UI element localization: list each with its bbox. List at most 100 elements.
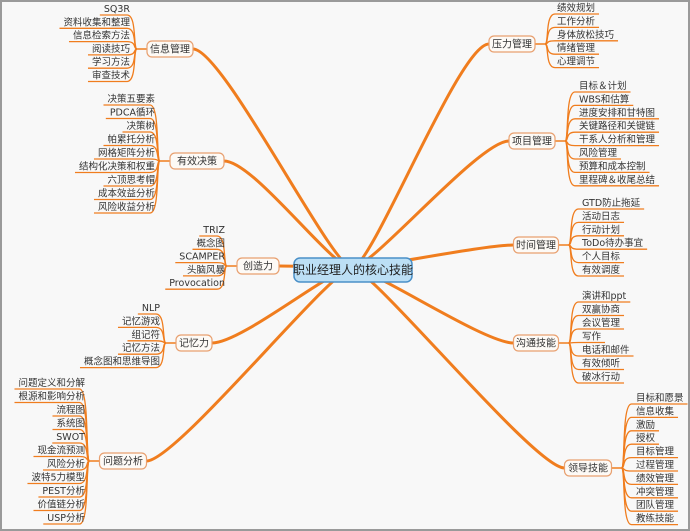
leaf-item[interactable]: 激励 [631, 419, 660, 432]
leaf-label: ToDo待办事宜 [581, 237, 643, 249]
leaf-item[interactable]: 问题定义和分解 [14, 377, 85, 390]
leaf-item[interactable]: 身体放松技巧 [555, 29, 619, 42]
leaf-item[interactable]: 里程碑＆收尾总结 [575, 174, 660, 187]
leaf-item[interactable]: WBS和估算 [575, 93, 634, 107]
leaf-label: 激励 [636, 419, 655, 431]
leaf-item[interactable]: 冲突管理 [631, 486, 679, 499]
leaf-item[interactable]: 组记符 [127, 329, 160, 342]
branch-left_branches-2[interactable]: 创造力 [236, 257, 280, 275]
leaf-item[interactable]: 概念图 [192, 237, 225, 250]
leaf-item[interactable]: 风险分析 [42, 458, 86, 471]
leaf-item[interactable]: PEST分析 [38, 485, 85, 498]
leaf-item[interactable]: 学习方法 [87, 56, 130, 69]
leaf-item[interactable]: 根源和影响分析 [14, 391, 85, 404]
leaf-item[interactable]: 团队管理 [631, 499, 679, 512]
leaf-item[interactable]: USP分析 [43, 512, 85, 525]
leaf-item[interactable]: 活动日志 [578, 210, 625, 224]
leaf-item[interactable]: 决策五要素 [103, 93, 155, 106]
leaf-item[interactable]: 双赢协商 [578, 304, 625, 317]
branch-left_branches-4[interactable]: 问题分析 [98, 452, 148, 470]
leaf-item[interactable]: SWOT [52, 432, 85, 444]
leaf-label: 预算和成本控制 [579, 160, 646, 172]
branch-label: 信息管理 [150, 43, 190, 56]
child-connector [567, 244, 579, 277]
child-connector [155, 342, 167, 369]
leaf-item[interactable]: 预算和成本控制 [575, 160, 650, 174]
branch-right_branches-1[interactable]: 项目管理 [508, 132, 556, 150]
leaf-item[interactable]: 信息收集 [631, 405, 679, 419]
leaf-item[interactable]: 帕累托分析 [103, 134, 155, 147]
leaf-item[interactable]: 写作 [578, 331, 606, 344]
leaf-item[interactable]: 头脑风暴 [182, 264, 226, 277]
leaf-item[interactable]: 波特5力模型 [27, 472, 85, 485]
leaf-item[interactable]: 风险收益分析 [93, 201, 156, 214]
branch-left_branches-3[interactable]: 记忆力 [175, 334, 213, 352]
leaf-item[interactable]: 工作分析 [555, 15, 600, 29]
leaf-item[interactable]: 行动计划 [578, 224, 625, 237]
leaf-item[interactable]: 演讲和ppt [578, 290, 631, 303]
branch-right_branches-4[interactable]: 领导技能 [563, 459, 613, 477]
leaf-label: 波特5力模型 [31, 472, 85, 484]
branch-right_branches-3[interactable]: 沟通技能 [512, 334, 560, 352]
branch-right_branches-2[interactable]: 时间管理 [512, 236, 560, 254]
leaf-label: 授权 [636, 432, 656, 444]
leaf-item[interactable]: 目标＆计划 [575, 80, 631, 93]
leaf-item[interactable]: 决策树 [122, 120, 155, 133]
branch-left_branches-1[interactable]: 有效决策 [169, 152, 225, 170]
leaf-item[interactable]: 心理调节 [555, 57, 600, 69]
leaf-item[interactable]: 六顶思考帽 [103, 174, 155, 187]
leaf-item[interactable]: 个人目标 [578, 251, 625, 264]
leaf-item[interactable]: 资料收集和整理 [59, 16, 130, 29]
leaf-item[interactable]: 风险管理 [575, 147, 622, 160]
leaf-item[interactable]: GTD防止拖延 [578, 197, 645, 210]
branch-right_branches-0[interactable]: 压力管理 [488, 35, 536, 53]
leaf-item[interactable]: 授权 [631, 432, 660, 445]
leaf-item[interactable]: 审查技术 [87, 70, 131, 83]
leaf-item[interactable]: 信息检索方法 [68, 30, 130, 43]
leaf-item[interactable]: SQ3R [99, 4, 131, 16]
center-node-box [293, 257, 413, 283]
leaf-item[interactable]: 系统图 [52, 418, 85, 431]
leaf-item[interactable]: 有效倾听 [578, 358, 625, 371]
leaf-item[interactable]: 会议管理 [578, 317, 625, 330]
leaf-label: 现金流预测 [37, 445, 85, 457]
leaf-item[interactable]: NLP [137, 303, 160, 315]
leaf-item[interactable]: 绩效规划 [555, 2, 600, 15]
leaf-label: USP分析 [47, 512, 85, 524]
leaf-item[interactable]: SCAMPER [175, 252, 225, 264]
leaf-item[interactable]: 阅读技巧 [87, 43, 131, 56]
leaf-item[interactable]: 破冰行动 [578, 371, 625, 384]
center-node[interactable]: 职业经理人的核心技能 [293, 257, 413, 283]
leaf-item[interactable]: 有效调度 [578, 264, 625, 277]
leaf-item[interactable]: 记忆游戏 [117, 315, 161, 329]
leaf-label: 资料收集和整理 [63, 16, 130, 28]
leaf-item[interactable]: 记忆方法 [117, 342, 160, 355]
leaf-label: 有效调度 [582, 264, 621, 276]
leaf-item[interactable]: 概念图和思维导图 [79, 356, 160, 369]
leaf-item[interactable]: 现金流预测 [33, 445, 85, 458]
leaf-item[interactable]: 关键路径和关键链 [575, 120, 660, 133]
leaf-item[interactable]: 流程图 [52, 404, 85, 417]
leaf-item[interactable]: TRIZ [199, 225, 225, 237]
leaf-item[interactable]: Provocation [165, 278, 225, 290]
leaf-item[interactable]: 电话和邮件 [578, 344, 634, 357]
center-label: 职业经理人的核心技能 [293, 262, 413, 277]
leaf-item[interactable]: 进度安排和甘特图 [575, 107, 660, 120]
leaf-item[interactable]: 情绪管理 [555, 42, 600, 55]
leaf-item[interactable]: 目标管理 [631, 446, 679, 459]
leaf-item[interactable]: 价值链分析 [33, 499, 85, 512]
leaf-item[interactable]: ToDo待办事宜 [578, 237, 648, 250]
leaf-item[interactable]: 干系人分析和管理 [575, 134, 660, 147]
leaf-item[interactable]: 网格矩阵分析 [93, 147, 156, 160]
leaf-item[interactable]: 结构化决策和权重 [74, 161, 156, 174]
leaf-item[interactable]: 成本效益分析 [93, 188, 156, 201]
branch-left_branches-0[interactable]: 信息管理 [146, 40, 194, 58]
child-connector [216, 265, 228, 290]
leaf-item[interactable]: 过程管理 [631, 459, 679, 472]
leaf-item[interactable]: 绩效管理 [631, 472, 679, 486]
leaf-item[interactable]: 教练技能 [631, 513, 679, 526]
main-branch-line [145, 266, 354, 463]
leaf-item[interactable]: PDCA循环 [105, 107, 155, 120]
leaf-item[interactable]: 目标和愿景 [631, 392, 688, 405]
